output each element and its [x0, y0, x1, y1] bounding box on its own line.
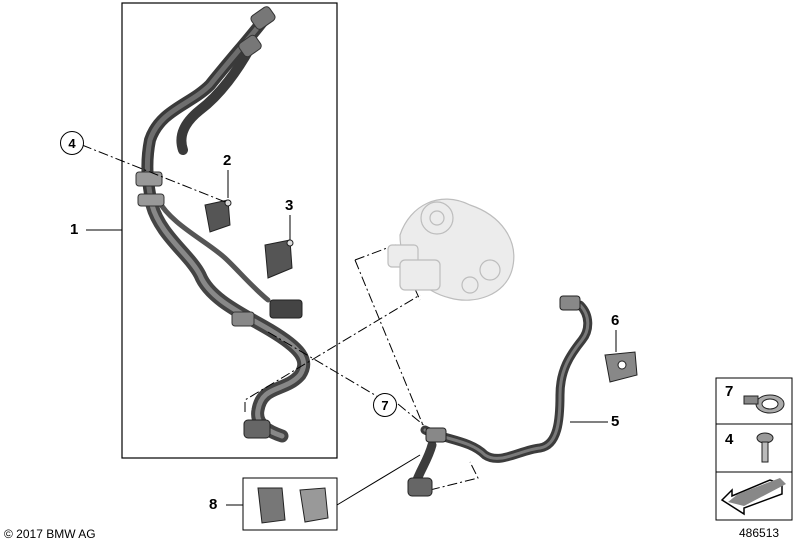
image-number: 486513	[739, 526, 780, 540]
legend-label-4: 4	[725, 431, 734, 448]
part-label-5: 5	[611, 413, 620, 430]
group-frame-1	[121, 2, 338, 459]
part-label-6: 6	[611, 312, 620, 329]
group-frame-8	[242, 477, 338, 531]
part-label-2: 2	[223, 152, 232, 169]
screw-icon	[756, 432, 774, 463]
hose-clamp-icon	[743, 394, 785, 414]
arrow-symbol-icon	[720, 478, 786, 516]
part-label-3: 3	[285, 197, 294, 214]
callout-4: 4	[60, 131, 84, 155]
bracket-3	[264, 239, 294, 279]
bracket-2	[204, 199, 232, 233]
solid-leaders	[86, 170, 617, 506]
callout-7: 7	[373, 393, 397, 417]
legend-panel	[715, 377, 793, 521]
legend-label-7: 7	[725, 383, 734, 400]
copyright-text: © 2017 BMW AG	[4, 527, 96, 541]
bracket-6	[604, 351, 638, 383]
hose-assembly-1	[135, 6, 311, 443]
fuel-line-5	[407, 295, 593, 497]
part-label-8: 8	[209, 496, 218, 513]
part-label-1: 1	[70, 221, 79, 238]
high-pressure-pump	[387, 198, 515, 301]
